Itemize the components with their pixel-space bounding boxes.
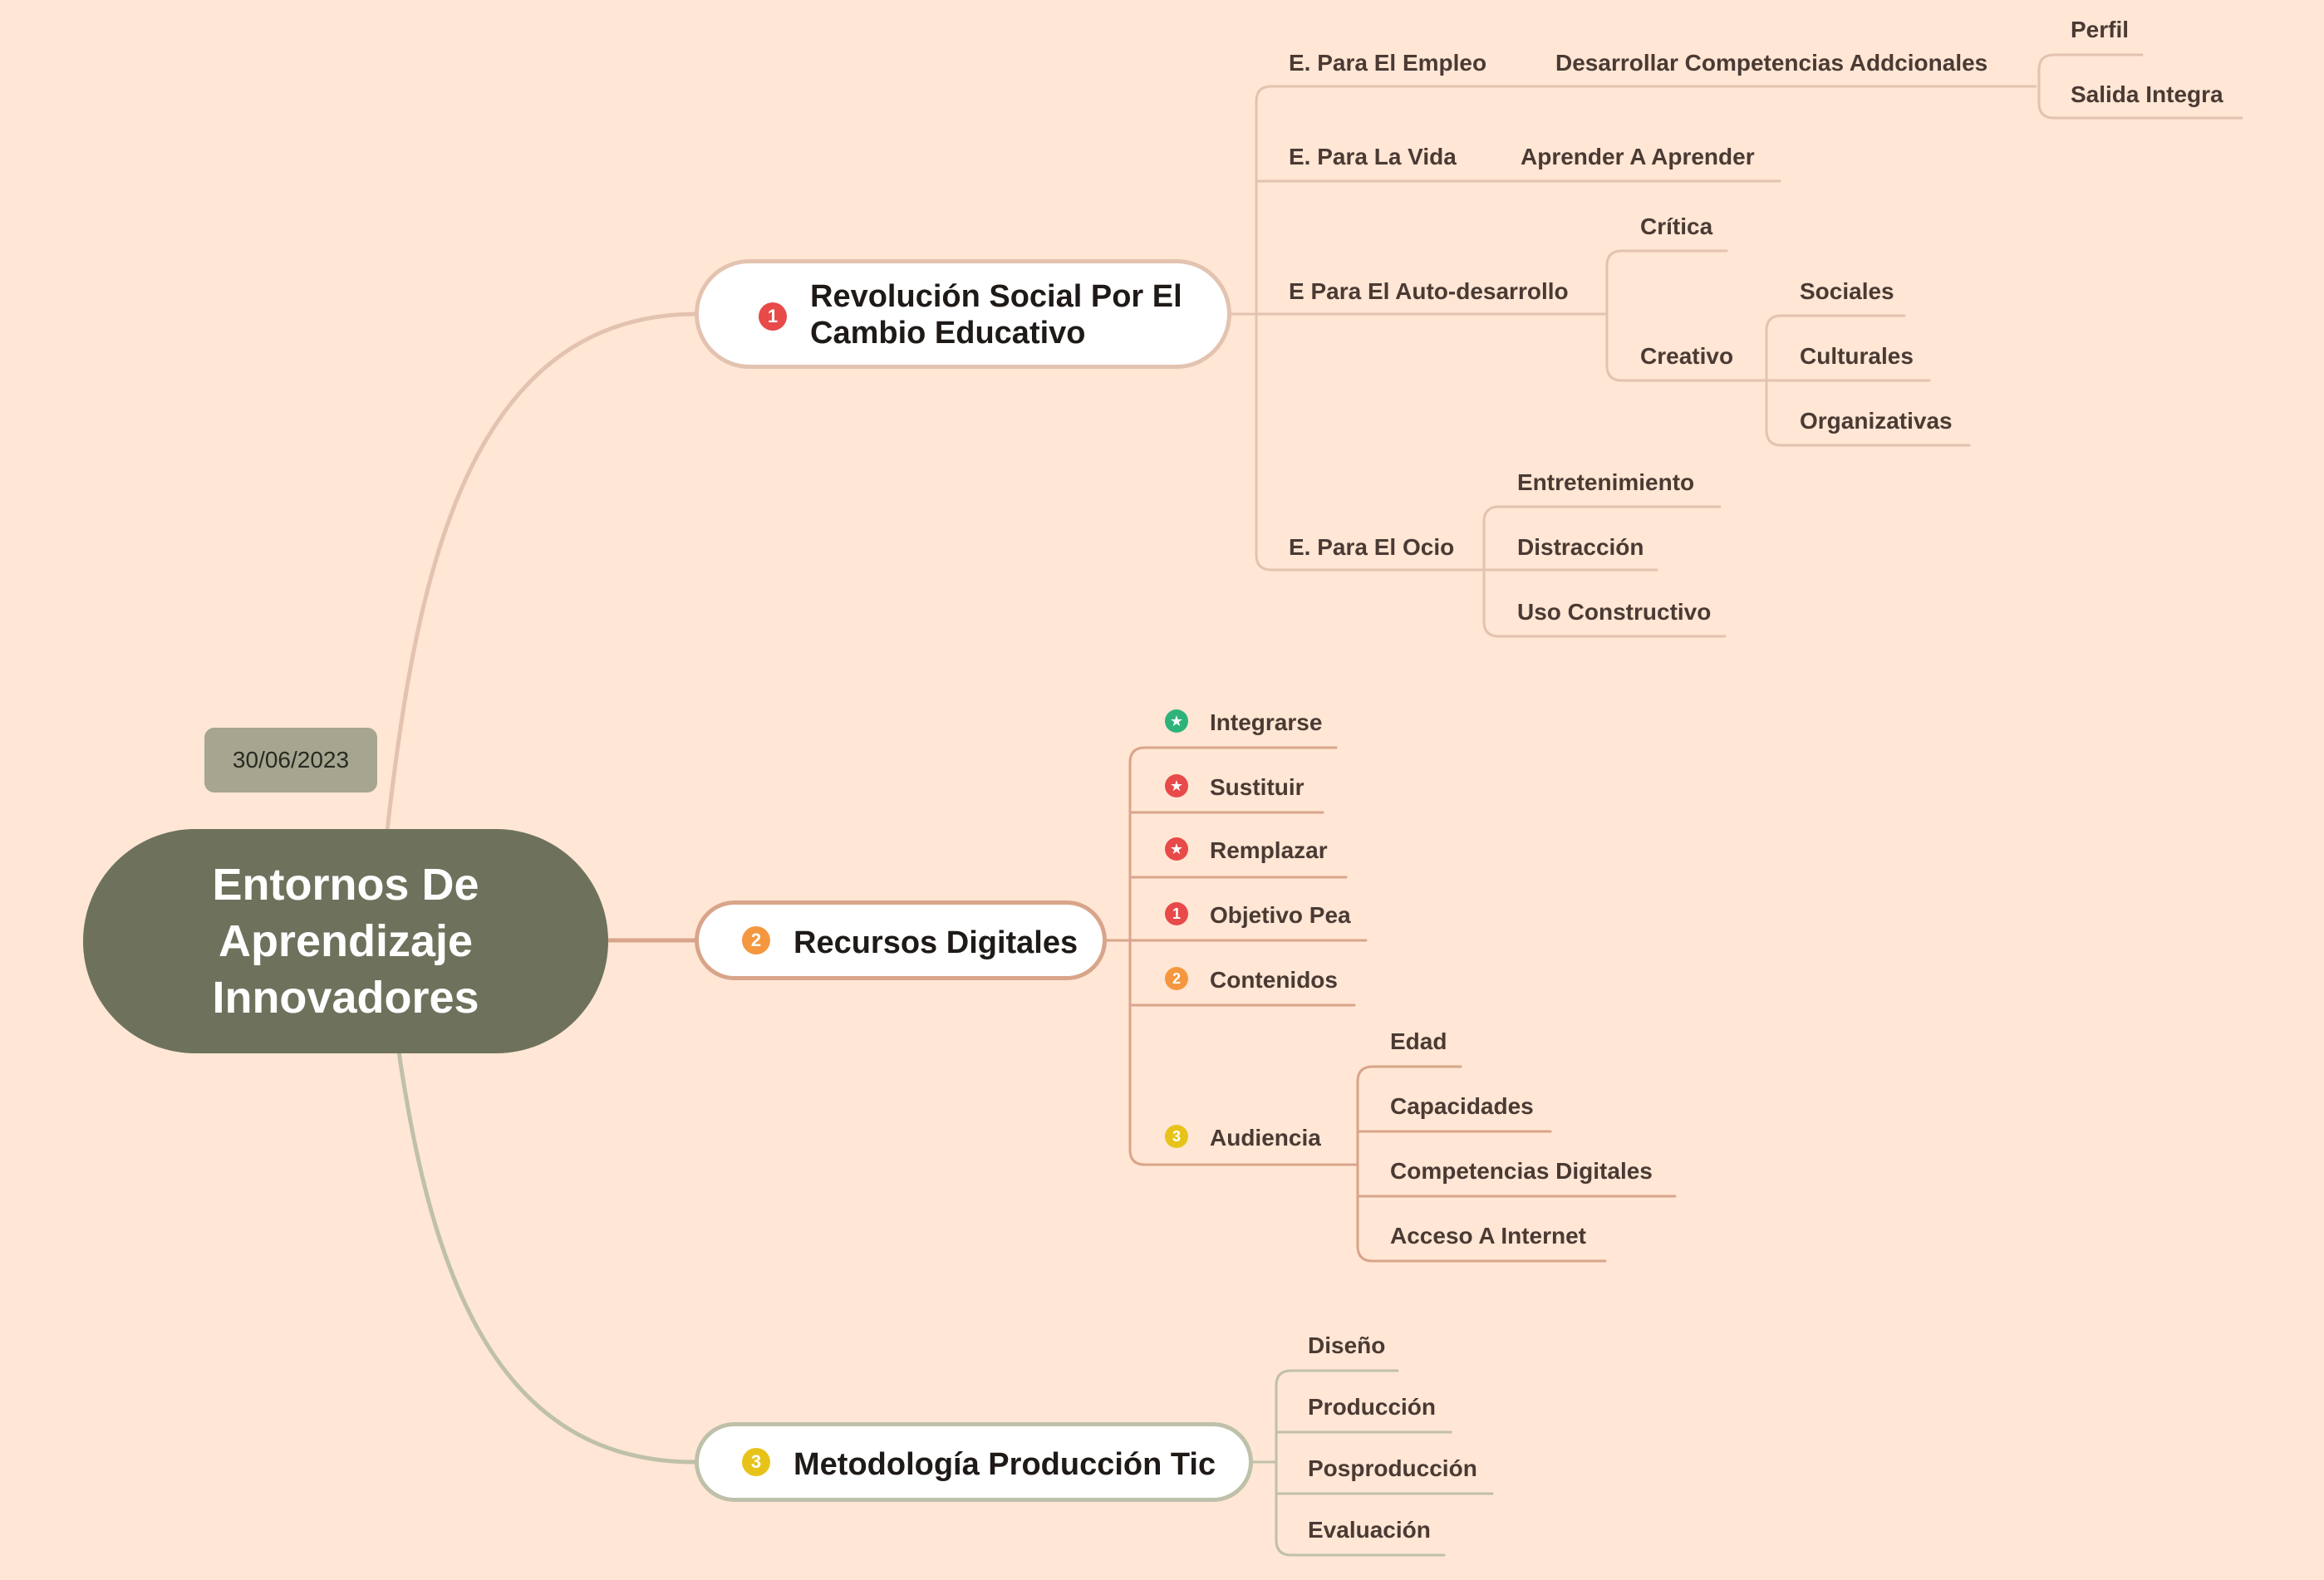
date-text: 30/06/2023 <box>232 747 350 773</box>
priority-3-icon: 3 <box>1165 1125 1188 1148</box>
star-green-icon: ★ <box>1165 709 1188 733</box>
subtopic-edad[interactable]: Edad <box>1390 1028 1447 1054</box>
subtopic-salida-integra[interactable]: Salida Integra <box>2071 81 2223 107</box>
subtopic-e-para-el-auto-desarrollo[interactable]: E Para El Auto-desarrollo <box>1289 278 1569 304</box>
subtopic-creativo[interactable]: Creativo <box>1640 343 1734 369</box>
subtopic-acceso-a-internet[interactable]: Acceso A Internet <box>1390 1223 1586 1249</box>
underline-organizativas <box>1765 429 1971 447</box>
subtopic-capacidades[interactable]: Capacidades <box>1390 1093 1534 1119</box>
branch-curve-3 <box>396 1049 697 1465</box>
subtopic-produccion[interactable]: Producción <box>1308 1394 1437 1420</box>
priority-1-icon: 1 <box>1165 902 1188 925</box>
priority-1-icon: 1 <box>759 302 787 331</box>
underline-evaluacion <box>1275 1538 1446 1557</box>
subtopic-entretenimiento[interactable]: Entretenimiento <box>1517 469 1695 495</box>
subtopic-uso-constructivo[interactable]: Uso Constructivo <box>1517 599 1712 625</box>
subtopic-sustituir[interactable]: Sustituir <box>1210 774 1304 800</box>
subtopic-diseno[interactable]: Diseño <box>1308 1332 1386 1358</box>
subtopic-aprender-a-aprender[interactable]: Aprender A Aprender <box>1521 144 1755 169</box>
date-badge: 30/06/2023 <box>204 728 377 792</box>
underline-salida <box>2037 101 2243 120</box>
bracket-corner <box>1255 85 1273 103</box>
subtopic-perfil[interactable]: Perfil <box>2071 17 2130 42</box>
subtopic-sociales[interactable]: Sociales <box>1800 278 1894 304</box>
star-red-icon: ★ <box>1165 837 1188 861</box>
subtopic-organizativas[interactable]: Organizativas <box>1800 408 1953 434</box>
subtopic-audiencia[interactable]: Audiencia <box>1210 1125 1321 1151</box>
subtopic-competencias-digitales[interactable]: Competencias Digitales <box>1390 1158 1653 1184</box>
underline-diseno <box>1275 1369 1399 1387</box>
bracket-corner <box>1255 553 1273 572</box>
main-topic-title: Metodología Producción Tic <box>794 1447 1216 1482</box>
subtopic-evaluacion[interactable]: Evaluación <box>1308 1517 1431 1543</box>
subtopic-posproduccion[interactable]: Posproducción <box>1308 1455 1477 1481</box>
subtopic-critica[interactable]: Crítica <box>1640 213 1713 239</box>
underline-audiencia <box>1128 1148 1359 1166</box>
central-topic-title: Entornos De Aprendizaje Innovadores <box>212 860 479 1023</box>
subtopic-desarrollar-competencias[interactable]: Desarrollar Competencias Addcionales <box>1555 50 1988 76</box>
central-topic[interactable]: Entornos De Aprendizaje Innovadores <box>83 829 608 1053</box>
underline-entretenimiento <box>1482 505 1722 523</box>
subtopic-culturales[interactable]: Culturales <box>1800 343 1914 369</box>
main-topic-title: Recursos Digitales <box>794 925 1078 960</box>
priority-2-icon: 2 <box>1165 967 1188 990</box>
main-topic-metodologia[interactable]: 3 Metodología Producción Tic <box>695 1422 1253 1502</box>
underline-edad <box>1356 1065 1462 1083</box>
underline-integrarse <box>1128 746 1338 764</box>
subtopic-objetivo-pea[interactable]: Objetivo Pea <box>1210 902 1351 928</box>
subtopic-remplazar[interactable]: Remplazar <box>1210 837 1328 863</box>
subtopic-distraccion[interactable]: Distracción <box>1517 534 1644 560</box>
priority-3-icon: 3 <box>742 1448 770 1476</box>
subtopic-e-para-la-vida[interactable]: E. Para La Vida <box>1289 144 1457 169</box>
underline-sociales <box>1765 314 1906 332</box>
main-topic-recursos[interactable]: 2 Recursos Digitales <box>695 900 1107 980</box>
star-red-icon: ★ <box>1165 774 1188 797</box>
underline-acceso <box>1356 1244 1607 1263</box>
main-topic-title: Revolución Social Por El Cambio Educativ… <box>810 279 1182 351</box>
underline-critica <box>1605 249 1728 267</box>
underline-creativo <box>1605 364 1768 382</box>
subtopic-contenidos[interactable]: Contenidos <box>1210 967 1338 993</box>
subtopic-integrarse[interactable]: Integrarse <box>1210 709 1323 735</box>
underline-uso <box>1482 620 1727 638</box>
main-topic-revolucion[interactable]: 1 Revolución Social Por El Cambio Educat… <box>695 259 1231 369</box>
underline-perfil <box>2037 53 2144 71</box>
branch-curve-1 <box>385 312 697 833</box>
priority-2-icon: 2 <box>742 926 770 954</box>
subtopic-e-para-el-empleo[interactable]: E. Para El Empleo <box>1289 50 1487 76</box>
subtopic-e-para-el-ocio[interactable]: E. Para El Ocio <box>1289 534 1455 560</box>
